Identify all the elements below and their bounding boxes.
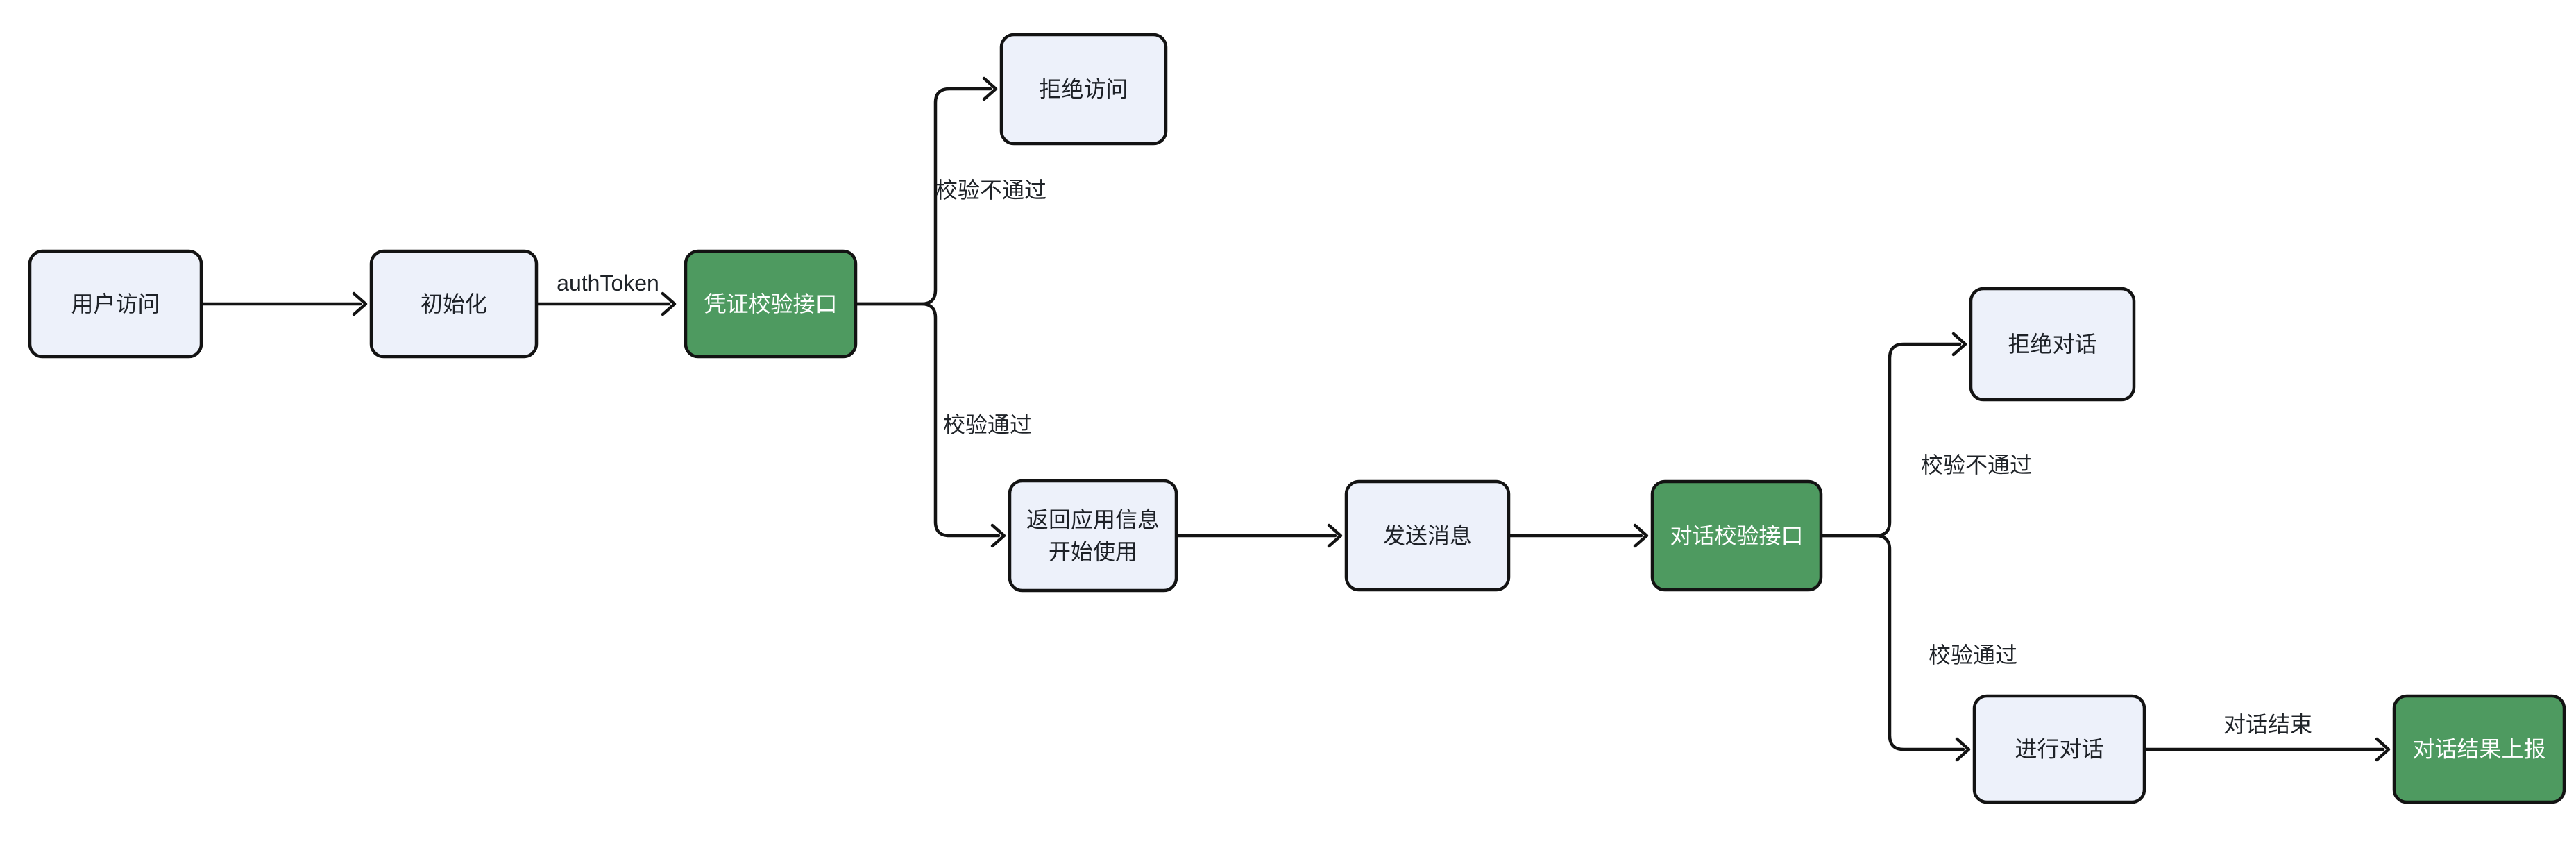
node-label: 拒绝对话 [2008,332,2096,357]
edge-label: 对话结束 [2223,712,2312,737]
edge-user-to-init [199,291,368,316]
edge-line [1819,342,1962,538]
node-label: 对话结果上报 [2412,737,2545,762]
arrowhead-icon [982,76,998,101]
edge-return-to-send [1174,523,1343,548]
edge-credential-pass: 校验通过 [854,302,1032,548]
edge-label: 校验通过 [1929,643,2017,668]
node-label: 对话校验接口 [1670,523,1803,548]
node-box [2392,694,2566,804]
node-init: 初始化 [369,249,539,359]
node-label: 发送消息 [1383,523,1472,548]
node-report-dialog-result: 对话结果上报 [2392,694,2566,804]
node-box [1008,479,1178,593]
arrowhead-icon [1955,737,1971,762]
arrowhead-icon [2375,737,2391,762]
node-box [999,33,1168,146]
node-label: 开始使用 [1049,539,1137,564]
arrowhead-icon [1951,332,1967,357]
node-label: 用户访问 [71,291,160,316]
node-label: 初始化 [421,291,487,316]
node-label: 进行对话 [2015,737,2103,762]
node-box [1344,479,1511,592]
arrowhead-icon [1327,523,1343,548]
arrowhead-icon [990,523,1006,548]
node-label: 凭证校验接口 [704,291,837,316]
edge-send-to-dialog [1507,523,1649,548]
edge-dialog-end: 对话结束 [2142,712,2391,762]
edge-line [854,302,1001,538]
node-label: 拒绝访问 [1039,77,1128,102]
node-box [369,249,539,359]
node-box [1969,287,2136,402]
node-box [1650,479,1823,592]
node-user-access: 用户访问 [28,249,203,359]
node-dialog-check-api: 对话校验接口 [1650,479,1823,592]
node-label: 返回应用信息 [1026,507,1160,532]
edge-label: 校验通过 [943,412,1032,437]
node-do-dialog: 进行对话 [1972,694,2146,804]
node-deny-dialog: 拒绝对话 [1969,287,2136,402]
node-deny-access: 拒绝访问 [999,33,1168,146]
edge-label: 校验不通过 [1921,452,2032,477]
edge-dialog-pass: 校验通过 [1819,534,2017,762]
edge-line [1819,534,1965,751]
arrowhead-icon [1633,523,1649,548]
node-credential-check-api: 凭证校验接口 [684,249,858,359]
edge-label: authToken [557,271,659,296]
node-box [1972,694,2146,804]
edge-label: 校验不通过 [935,178,1046,203]
edge-init-to-credential: authToken [534,271,677,316]
node-box [684,249,858,359]
node-box [28,249,203,359]
arrowhead-icon [661,291,677,316]
node-send-message: 发送消息 [1344,479,1511,592]
arrowhead-icon [352,291,368,316]
